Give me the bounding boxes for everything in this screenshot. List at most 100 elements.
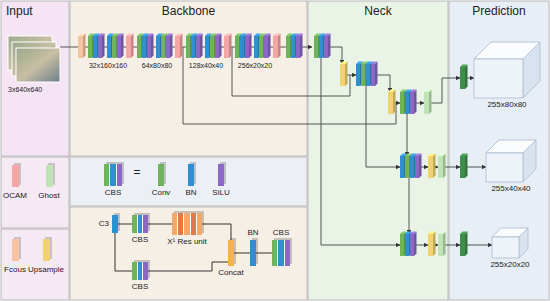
block-top (175, 34, 183, 37)
block-side (219, 34, 222, 59)
neck-panel: Neck (308, 1, 448, 300)
block-top (388, 90, 396, 93)
block-front (112, 36, 116, 58)
block-front (273, 36, 278, 58)
block-front (400, 234, 404, 256)
wire (321, 58, 400, 245)
block-side (433, 232, 436, 257)
block-top (264, 34, 271, 37)
block-front (410, 156, 414, 178)
block-top (460, 232, 468, 235)
block-label: CBS (273, 229, 289, 237)
panel-ground (1, 1, 69, 156)
block-label: 255x20x20 (490, 261, 529, 269)
input-image (16, 48, 60, 82)
wire (465, 167, 486, 168)
block-front (428, 234, 433, 256)
panel-title: Neck (308, 1, 448, 21)
concat-block: Concat (228, 240, 234, 266)
output-tensor: 255x20x20 (492, 228, 528, 258)
layer-block (424, 90, 432, 115)
layer-block (296, 34, 303, 59)
block-label: Concat (218, 269, 243, 277)
bn-block: BN (188, 164, 194, 186)
block-top (166, 34, 173, 37)
block-front (259, 36, 263, 58)
block-front (205, 36, 209, 58)
block-label: SiLU (212, 189, 229, 197)
panel-ground (70, 207, 307, 300)
block-front (161, 36, 165, 58)
connector (256, 253, 272, 254)
block-front (438, 156, 443, 178)
cube-front (474, 59, 523, 98)
block-front (98, 36, 102, 58)
legend-swatch (43, 239, 50, 261)
backbone-panel: Backbone (70, 1, 307, 156)
wire (429, 78, 460, 103)
panel-title: Input (1, 1, 69, 21)
block-front (93, 36, 97, 58)
output-tensor: 255x40x40 (486, 140, 536, 182)
block-side (131, 34, 134, 59)
cube-side (519, 228, 528, 258)
block-top (245, 34, 252, 37)
block-front (78, 36, 83, 58)
block-side (180, 34, 183, 59)
block-side (83, 34, 86, 59)
block-front (137, 36, 141, 58)
wire (183, 47, 396, 124)
block-top (460, 154, 468, 157)
layer-block (215, 34, 222, 59)
legend-entry: Upsample (16, 239, 76, 274)
legend-swatch (12, 165, 19, 187)
connector (234, 253, 250, 254)
block-front (388, 92, 393, 114)
block-top (147, 34, 154, 37)
block-label: 255x40x40 (491, 185, 530, 193)
block-front (240, 36, 244, 58)
legend-text: OCAM (0, 192, 45, 200)
block-side (151, 34, 154, 59)
block-side (300, 34, 303, 59)
block-side (170, 34, 173, 59)
block-side (419, 154, 422, 179)
block-front (356, 64, 360, 86)
block-side (414, 90, 417, 115)
layer-block (224, 34, 232, 59)
block-side (200, 34, 203, 59)
block-front (286, 36, 290, 58)
layer-block (428, 154, 436, 179)
layer-block (410, 90, 417, 115)
block-front (460, 67, 465, 89)
layer-block (460, 154, 468, 179)
block-front (410, 92, 414, 114)
layer-block (415, 154, 422, 179)
cbs-block: CBS (104, 164, 122, 186)
block-label: Conv (152, 189, 171, 197)
prediction-panel: Prediction255x80x80255x40x40255x20x20 (449, 1, 549, 300)
layer-block (264, 34, 271, 59)
block-top (296, 34, 303, 37)
silu-block: SiLU (218, 164, 224, 186)
res-unit-block: X¹ Res unit (172, 213, 202, 235)
layer-block (388, 90, 396, 115)
block-front (245, 36, 249, 58)
block-side (433, 154, 436, 179)
block-front (196, 36, 200, 58)
legend-entry: Ghost (19, 165, 79, 200)
block-front (366, 64, 370, 86)
block-front (424, 92, 429, 114)
block-front (460, 234, 465, 256)
c3-block: C3 (112, 215, 118, 233)
block-label: 255x80x80 (487, 101, 526, 109)
block-top (273, 34, 281, 37)
block-top (371, 62, 378, 65)
connector (148, 262, 228, 271)
block-top (78, 34, 86, 37)
block-front (438, 234, 443, 256)
block-label: X¹ Res unit (167, 238, 207, 246)
block-top (428, 232, 436, 235)
block-top (415, 154, 422, 157)
block-front (460, 156, 465, 178)
